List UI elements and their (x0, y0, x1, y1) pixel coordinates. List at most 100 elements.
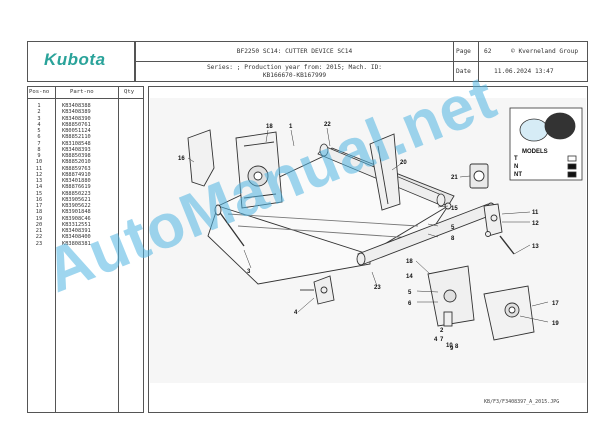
table-cell-part[interactable]: KB3408400 (62, 234, 91, 241)
right-linkage (444, 202, 515, 255)
col-divider-1 (55, 86, 56, 413)
table-row: 13 (35, 178, 43, 184)
table-cell-part[interactable]: KB3408388 (62, 103, 91, 109)
table-cell-part[interactable]: KB8859763 (62, 165, 91, 172)
left-bearing (300, 275, 335, 305)
table-cell-part[interactable]: KB8852010 (62, 159, 91, 166)
table-row: 7 (37, 140, 41, 147)
callout-8: 8 (455, 344, 459, 350)
callout-12: 12 (532, 221, 539, 227)
table-row: 21 (35, 228, 43, 234)
table-row: 16 (35, 196, 43, 203)
table-cell-part[interactable]: KB8874910 (62, 171, 91, 178)
models-inset (509, 107, 583, 181)
table-cell-part[interactable]: KB8852110 (62, 134, 91, 141)
hydraulic-unit (469, 163, 489, 189)
callout-11: 11 (532, 210, 539, 216)
table-cell-part[interactable]: KB3905621 (62, 196, 91, 203)
callout-16: 16 (178, 156, 185, 162)
table-row: 4 (37, 121, 41, 128)
model-option-t: T (514, 156, 518, 162)
table-cell-part[interactable]: KB3108548 (62, 140, 91, 147)
machine-range: KB166670-KB167999 (262, 72, 327, 79)
table-cell-part[interactable]: KB3408391 (62, 228, 91, 234)
table-cell-part[interactable]: KB3401880 (62, 178, 91, 184)
table-row: 14 (35, 184, 43, 191)
center-lower-bracket (427, 265, 475, 327)
table-row: 12 (35, 171, 43, 178)
table-cell-part[interactable]: KB3905622 (62, 203, 91, 209)
table-row: 18 (35, 209, 43, 216)
callout-17: 17 (552, 301, 559, 307)
date-label: Date (456, 68, 471, 75)
callout-18-right: 18 (406, 259, 413, 265)
logo-cell (27, 41, 135, 82)
table-header-row (27, 86, 144, 99)
table-row: 9 (37, 153, 41, 159)
series-line: Series: ; Production year from: 2015; Ma… (206, 64, 383, 71)
callout-4: 4 (294, 310, 298, 316)
pos-column: 1 2 3 4 5 6 7 8 9 10 11 12 13 14 15 16 1… (29, 103, 49, 247)
table-cell-part[interactable]: KB8850761 (62, 121, 91, 128)
callout-4-bottom: 4 (434, 337, 438, 343)
callout-8-top: 8 (451, 236, 455, 242)
table-row: 1 (37, 103, 41, 109)
table-cell-part[interactable]: KB8876619 (62, 184, 91, 191)
part-column: KB3408388 KB3408389 KB3408390 KB8850761 … (62, 103, 91, 247)
table-row: 2 (37, 109, 41, 116)
table-row: 5 (37, 128, 41, 134)
callout-13: 13 (532, 244, 539, 250)
table-row: 23 (35, 240, 43, 247)
table-row: 20 (35, 221, 43, 228)
table-cell-part[interactable]: KB0051124 (62, 128, 91, 134)
callout-5-top: 5 (451, 225, 455, 231)
callout-22: 22 (324, 122, 331, 128)
table-row: 10 (35, 159, 43, 166)
table-cell-part[interactable]: KB3312551 (62, 221, 91, 228)
callout-10: 10 (446, 343, 453, 349)
table-cell-part[interactable]: KB3908C46 (62, 215, 91, 222)
right-lower-bracket (483, 285, 535, 341)
callout-15: 15 (451, 206, 458, 212)
model-option-nt: NT (514, 172, 522, 178)
table-cell-part[interactable]: KB8850398 (62, 153, 91, 159)
table-cell-part[interactable]: KB3808381 (62, 240, 91, 247)
date-value: 11.06.2024 13:47 (494, 68, 554, 75)
callout-3: 3 (247, 269, 251, 275)
table-row: 15 (35, 190, 43, 197)
table-cell-part[interactable]: KB3408393 (62, 146, 91, 153)
left-bracket (187, 129, 283, 209)
callout-19: 19 (552, 321, 559, 327)
table-cell-part[interactable]: KB3408390 (62, 115, 91, 122)
callout-7: 7 (440, 337, 444, 343)
shield-part (369, 133, 401, 211)
callout-20: 20 (400, 160, 407, 166)
col-header-pos: Pos-no (29, 89, 50, 95)
callout-14: 14 (406, 274, 413, 280)
callout-5: 5 (408, 290, 412, 296)
left-pin (214, 204, 245, 247)
col-divider-2 (118, 86, 119, 413)
diagram-frame (148, 86, 588, 413)
image-reference: KB/F3/F3408397_A_2015.JPG (484, 399, 560, 405)
callout-23: 23 (374, 285, 381, 291)
callout-1: 1 (289, 124, 293, 130)
table-row: 19 (35, 215, 43, 222)
leader-lines (187, 127, 549, 323)
table-row: 3 (37, 115, 41, 122)
table-row: 6 (37, 134, 41, 141)
callout-18-top: 18 (266, 124, 273, 130)
page-number: 62 (484, 48, 492, 55)
model-option-n: N (514, 164, 518, 170)
col-header-qty: Qty (124, 89, 135, 95)
table-row: 17 (35, 203, 43, 209)
kubota-logo: Kubota (44, 50, 106, 69)
callout-6: 6 (408, 301, 412, 307)
document-title: BF2250 SC14: CUTTER DEVICE SC14 (236, 48, 353, 55)
copyright-text: © Kverneland Group (511, 48, 579, 55)
exploded-parts-diagram: MODELS T N NT 18 1 22 16 20 21 15 11 12 … (150, 98, 586, 383)
table-row: 8 (37, 146, 41, 153)
table-cell-part[interactable]: KB3408389 (62, 109, 91, 116)
table-cell-part[interactable]: KB3901848 (62, 209, 91, 216)
table-cell-part[interactable]: KB8850223 (62, 190, 91, 197)
